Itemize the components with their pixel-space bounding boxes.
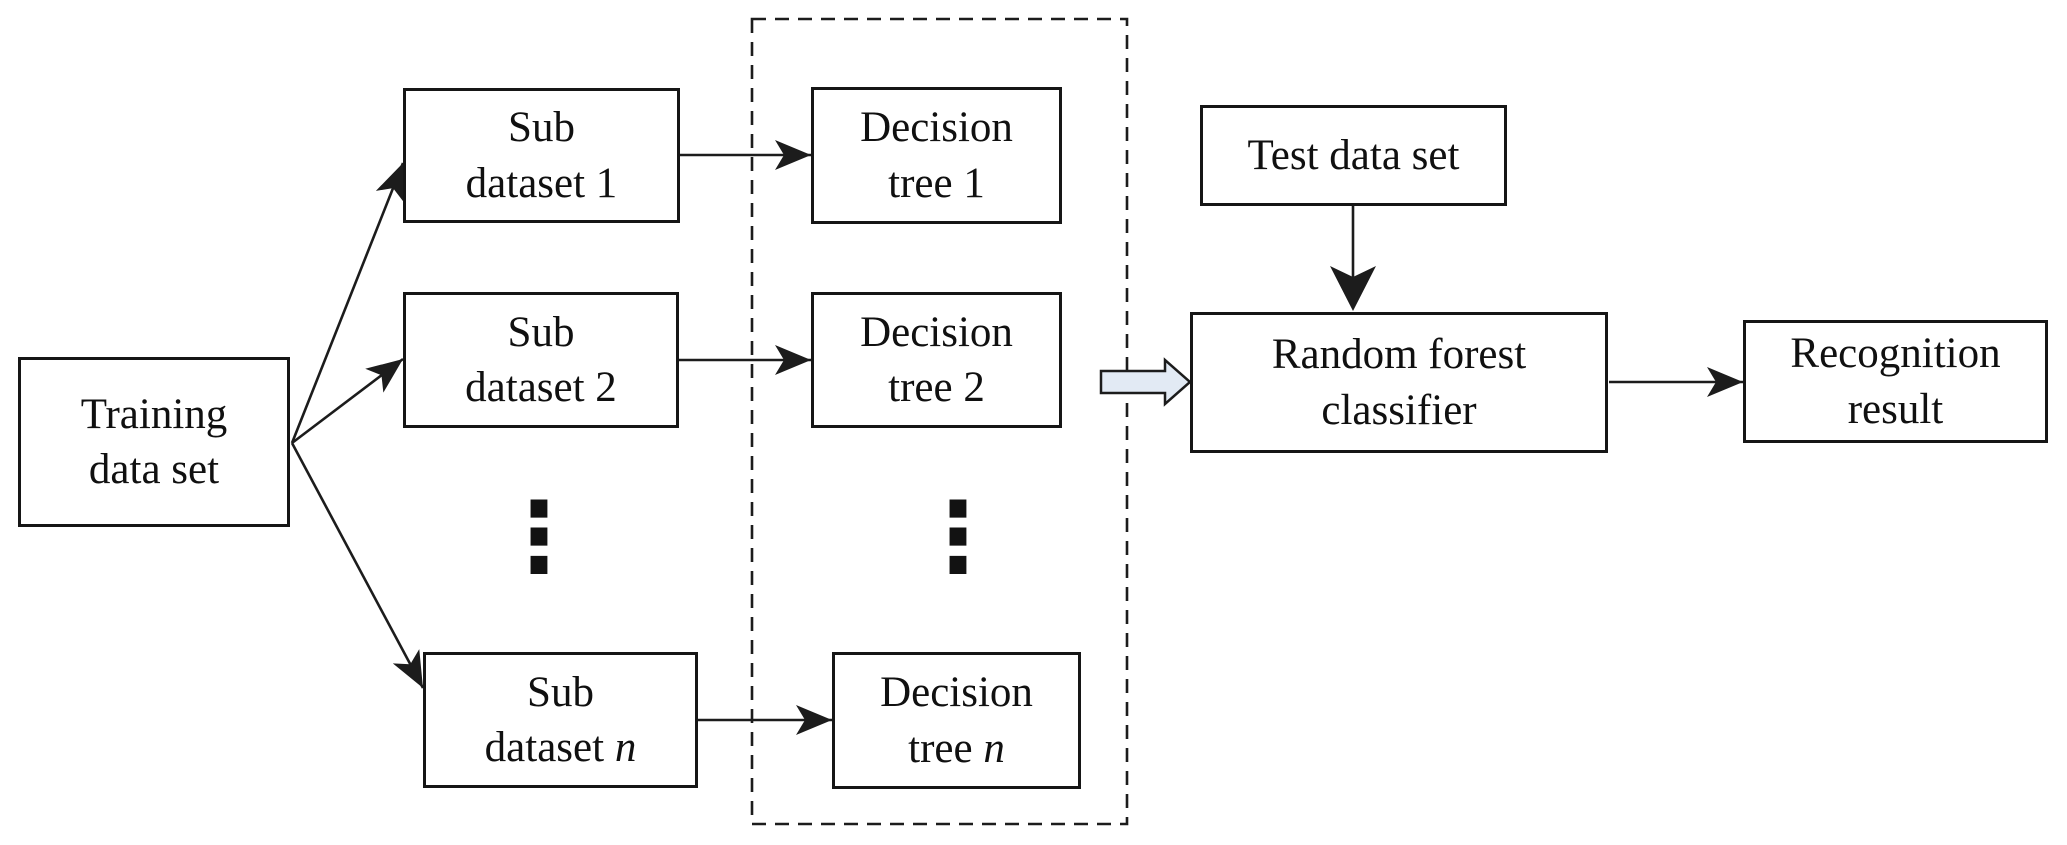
node-label-line: dataset n [484,724,637,771]
node-label-line: Sub [507,308,575,356]
node-label-line: Test data set [1247,131,1460,179]
node-label-line: Sub [508,104,575,152]
arrow-training-to-subn [290,442,425,689]
vertical-ellipsis-sub-datasets: ⋮ [491,481,587,593]
node-label-line: classifier [1321,386,1477,434]
node-label-line: dataset 1 [465,159,618,207]
node-label-line: data set [88,446,220,493]
node-label-line: result [1847,385,1944,433]
sub-dataset-n-node: Sub dataset n [423,652,698,788]
sub-dataset-2-node: Sub dataset 2 [403,292,679,428]
test-data-set-node: Test data set [1200,105,1507,206]
training-data-set-node: Training data set [18,357,290,527]
decision-tree-group-dashed-box [750,17,1129,826]
random-forest-classifier-node: Random forest classifier [1190,312,1608,453]
node-label-line: tree n [908,724,1005,772]
sub-dataset-1-node: Sub dataset 1 [403,88,680,223]
node-label-line: tree 1 [888,159,985,207]
arrow-training-to-sub2 [291,357,404,445]
decision-tree-n-node: Decision tree n [832,652,1081,789]
arrow-training-to-sub1 [290,162,405,444]
node-label-line: dataset 2 [465,364,617,411]
node-label-line: Training [80,390,228,438]
recognition-result-node: Recognition result [1743,320,2048,443]
decision-tree-2-node: Decision tree 2 [811,292,1062,428]
node-label-line: Decision [880,669,1033,717]
node-label-line: Decision [860,308,1013,356]
node-label-line: tree 2 [888,364,985,411]
arrow-test-to-classifier-head [1330,266,1376,311]
node-label-line: Decision [860,104,1013,152]
node-label-line: Sub [527,668,594,716]
decision-tree-1-node: Decision tree 1 [811,87,1062,224]
node-label-line: Random forest [1271,331,1527,379]
block-arrow-trees-to-classifier [1099,357,1192,407]
vertical-ellipsis-decision-trees: ⋮ [910,481,1006,593]
node-label-line: Recognition [1790,330,2001,378]
